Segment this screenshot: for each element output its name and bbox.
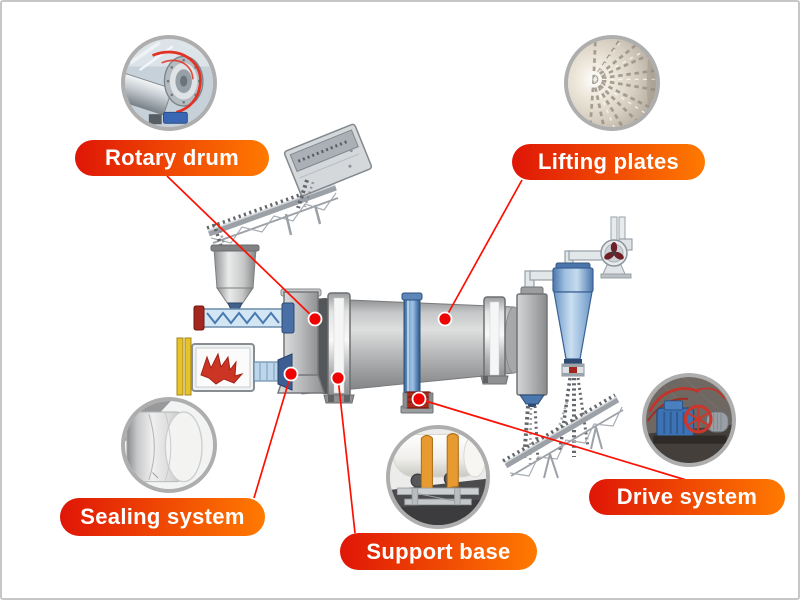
support-pipe	[401, 292, 423, 400]
callout-label-sealing-system: Sealing system	[60, 498, 265, 536]
sealing-system-photo	[121, 397, 217, 493]
feed-bin	[210, 244, 260, 313]
marker-rotary-drum	[307, 311, 323, 327]
riding-ring-1	[323, 292, 355, 404]
feed-conveyor	[206, 181, 339, 250]
drive-system-photo	[642, 373, 736, 467]
cyclone-separator	[552, 250, 604, 457]
marker-sealing-system	[283, 366, 299, 382]
exhaust-fan	[600, 216, 633, 279]
screw-feeder	[193, 305, 287, 331]
marker-support-base	[330, 370, 346, 386]
burner	[176, 337, 281, 396]
dump-box-stream	[296, 179, 315, 209]
discharge-housing	[516, 270, 558, 465]
dump-box	[283, 123, 373, 197]
marker-lifting-plates	[437, 311, 453, 327]
support-base-photo	[386, 425, 490, 529]
rotary-drum-photo	[121, 35, 217, 131]
discharge-conveyor	[502, 393, 624, 479]
callout-label-drive-system: Drive system	[589, 479, 785, 515]
callout-label-support-base: Support base	[340, 533, 537, 570]
marker-dots	[283, 311, 453, 407]
callout-lines	[166, 175, 687, 534]
callout-label-rotary-drum: Rotary drum	[75, 140, 269, 176]
lifting-plates-photo	[564, 35, 660, 131]
marker-drive-system	[411, 391, 427, 407]
riding-ring-2	[480, 296, 509, 385]
callout-label-lifting-plates: Lifting plates	[512, 144, 705, 180]
